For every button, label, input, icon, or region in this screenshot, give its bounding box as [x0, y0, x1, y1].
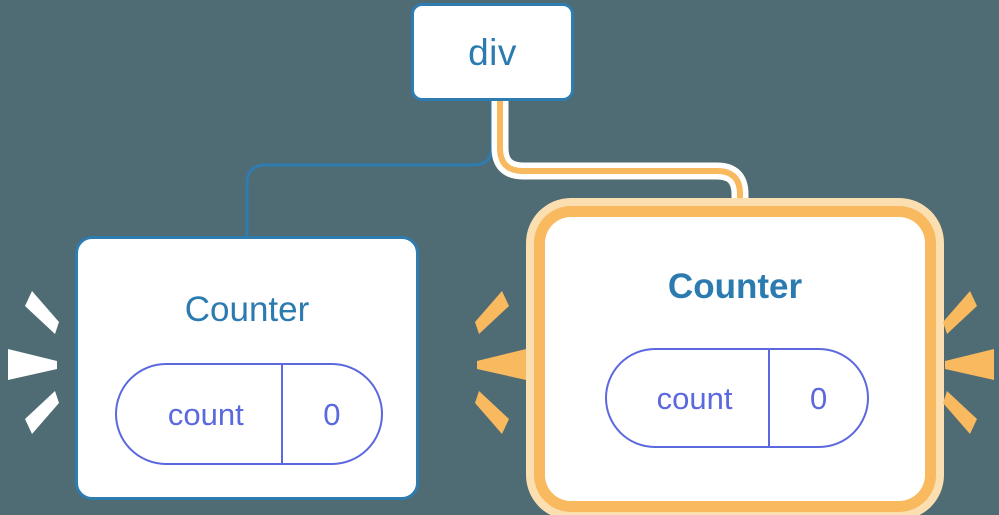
sparkle-ray-lower [475, 391, 509, 434]
counter-left-state-key: count [167, 396, 244, 432]
sparkle-group-right-counter-right-side [936, 282, 994, 444]
counter-right-state-key: count [656, 380, 733, 416]
edge-root-to-right-counter-outline [491, 92, 749, 245]
sparkle-ray-upper [475, 291, 509, 334]
counter-left-state-pill[interactable]: count 0 [115, 363, 383, 465]
node-counter-left[interactable]: Counter count 0 [75, 236, 419, 500]
counter-right-state-pill[interactable]: count 0 [605, 348, 869, 448]
sparkle-ray-lower [943, 391, 977, 434]
counter-left-state-value: 0 [280, 365, 381, 463]
sparkle-ray-lower [25, 391, 59, 434]
counter-left-title: Counter [184, 290, 310, 329]
sparkle-ray-middle [945, 349, 994, 380]
edge-root-to-left-counter [245, 99, 494, 238]
sparkle-ray-middle [8, 349, 57, 380]
sparkle-group-left-counter [8, 282, 66, 444]
counter-right-title: Counter [667, 267, 803, 306]
sparkle-ray-upper [943, 291, 977, 334]
node-div[interactable]: div [411, 3, 574, 101]
sparkle-ray-upper [25, 291, 59, 334]
counter-right-state-value: 0 [768, 350, 867, 446]
node-div-label: div [468, 31, 517, 73]
node-counter-right[interactable]: Counter count 0 [545, 217, 925, 501]
sparkle-ray-middle [477, 349, 526, 380]
sparkle-group-right-counter-left-side [468, 282, 526, 444]
edge-root-to-right-counter [497, 98, 743, 239]
